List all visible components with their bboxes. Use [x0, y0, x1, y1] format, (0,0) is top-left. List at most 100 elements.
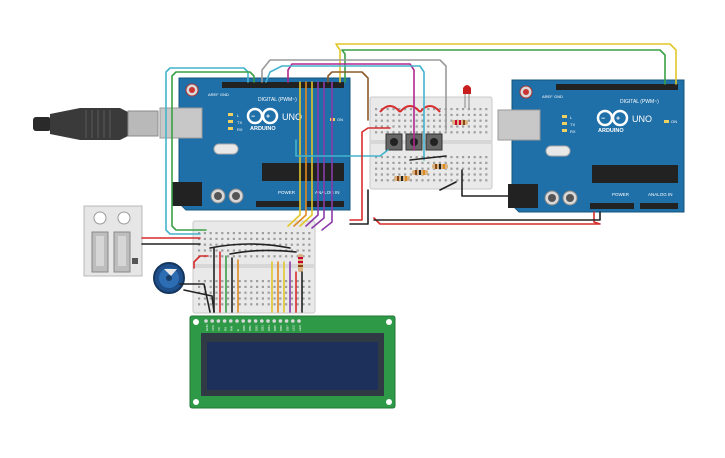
breadboard-hole — [209, 291, 212, 294]
lcd-pin-label: E — [236, 329, 240, 331]
resistor-button-3 — [432, 164, 448, 169]
arduino-left-brand: ARDUINO — [250, 126, 276, 132]
breadboard-hole — [433, 161, 436, 164]
breadboard-hole — [456, 131, 459, 134]
breadboard-hole — [444, 173, 447, 176]
breadboard-hole — [467, 173, 470, 176]
relay-module[interactable] — [83, 205, 143, 277]
breadboard-hole — [375, 108, 378, 111]
breadboard-hole — [386, 161, 389, 164]
arduino-left-gnd-label: GND — [220, 92, 229, 97]
svg-text:−: − — [251, 114, 255, 121]
breadboard-hole — [473, 161, 476, 164]
breadboard-hole — [485, 179, 488, 182]
potentiometer[interactable] — [153, 262, 185, 294]
breadboard-hole — [215, 303, 218, 306]
breadboard-hole — [467, 131, 470, 134]
breadboard-hole — [238, 255, 241, 258]
breadboard-hole — [450, 108, 453, 111]
breadboard-hole — [467, 113, 470, 116]
breadboard-hole — [261, 232, 264, 235]
lcd-pin-label: DB3 — [261, 325, 265, 331]
breadboard-hole — [404, 167, 407, 170]
breadboard-hole — [285, 255, 288, 258]
breadboard-hole — [398, 131, 401, 134]
breadboard-hole — [215, 249, 218, 252]
breadboard-hole — [380, 173, 383, 176]
breadboard-hole — [209, 303, 212, 306]
breadboard-hole — [392, 179, 395, 182]
breadboard-hole — [261, 291, 264, 294]
breadboard-hole — [409, 119, 412, 122]
breadboard-hole — [427, 161, 430, 164]
breadboard-hole — [456, 113, 459, 116]
lcd-pin — [291, 319, 295, 323]
breadboard-hole — [404, 161, 407, 164]
breadboard-hole — [279, 297, 282, 300]
breadboard-top[interactable] — [369, 85, 493, 190]
wire-black-right — [373, 211, 601, 221]
breadboard-hole — [296, 243, 299, 246]
breadboard-hole — [203, 291, 206, 294]
breadboard-hole — [462, 161, 465, 164]
breadboard-hole — [256, 285, 259, 288]
breadboard-hole — [438, 119, 441, 122]
breadboard-hole — [398, 167, 401, 170]
breadboard-hole — [296, 237, 299, 240]
breadboard-hole — [198, 232, 201, 235]
breadboard-hole — [375, 173, 378, 176]
breadboard-hole — [415, 156, 418, 159]
breadboard-hole — [308, 237, 311, 240]
breadboard-hole — [238, 237, 241, 240]
breadboard-hole — [290, 237, 293, 240]
breadboard-hole — [485, 113, 488, 116]
breadboard-hole — [267, 232, 270, 235]
breadboard-hole — [221, 249, 224, 252]
breadboard-hole — [302, 249, 305, 252]
breadboard-hole — [296, 232, 299, 235]
breadboard-hole — [285, 237, 288, 240]
arduino-right-chip — [592, 165, 678, 183]
breadboard-hole — [456, 173, 459, 176]
breadboard-hole — [215, 243, 218, 246]
lcd-pin-label: LED — [292, 324, 296, 331]
breadboard-hole — [285, 232, 288, 235]
breadboard-hole — [290, 297, 293, 300]
breadboard-hole — [467, 125, 470, 128]
breadboard-hole — [450, 167, 453, 170]
arduino-uno-right[interactable]: DIGITAL (PWM~) GND AREF − + ARDUINO UNO … — [497, 79, 685, 213]
breadboard-hole — [438, 161, 441, 164]
breadboard-hole — [250, 255, 253, 258]
breadboard-hole — [386, 173, 389, 176]
breadboard-hole — [427, 119, 430, 122]
breadboard-hole — [250, 237, 253, 240]
breadboard-hole — [221, 297, 224, 300]
breadboard-hole — [404, 108, 407, 111]
breadboard-hole — [232, 297, 235, 300]
breadboard-hole — [380, 161, 383, 164]
breadboard-hole — [485, 161, 488, 164]
breadboard-hole — [296, 280, 299, 283]
wire-black-led — [461, 169, 521, 197]
breadboard-hole — [250, 285, 253, 288]
breadboard-hole — [462, 179, 465, 182]
breadboard-hole — [456, 156, 459, 159]
breadboard-hole — [227, 237, 230, 240]
arduino-left-analog-header — [306, 201, 344, 207]
wire-orange-lcd — [293, 81, 307, 227]
breadboard-hole — [415, 167, 418, 170]
arduino-uno-left[interactable]: DIGITAL (PWM~) GND AREF − + ARDUINO UNO … — [159, 77, 351, 211]
wires — [141, 43, 677, 313]
breadboard-hole — [456, 167, 459, 170]
breadboard-hole — [392, 156, 395, 159]
breadboard-hole — [386, 113, 389, 116]
breadboard-hole — [473, 179, 476, 182]
lcd-pin-label: DB0 — [242, 325, 246, 331]
breadboard-hole — [279, 291, 282, 294]
breadboard-hole — [261, 280, 264, 283]
breadboard-hole — [290, 249, 293, 252]
breadboard-hole — [279, 232, 282, 235]
breadboard-hole — [380, 156, 383, 159]
breadboard-hole — [450, 119, 453, 122]
breadboard-hole — [256, 303, 259, 306]
